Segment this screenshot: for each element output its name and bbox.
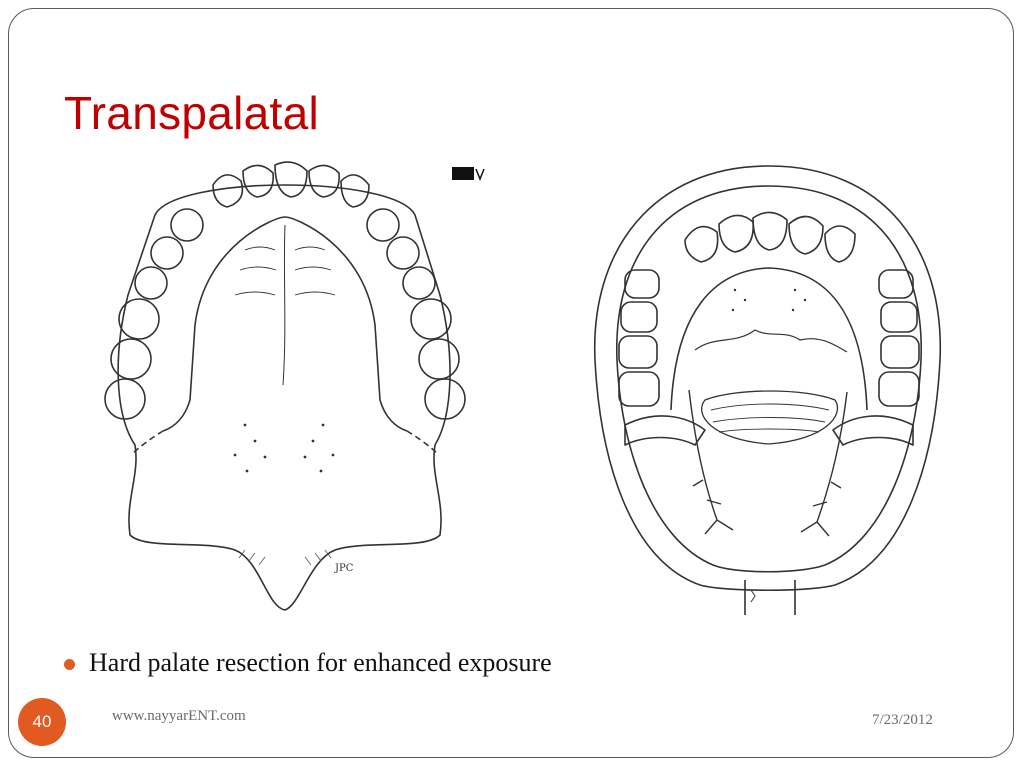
slide-title: Transpalatal <box>64 87 320 139</box>
illustration-signature: JPC <box>334 563 354 574</box>
bullet-list: Hard palate resection for enhanced expos… <box>64 648 552 678</box>
slide-frame <box>8 8 1014 758</box>
cursor-mark <box>452 167 485 182</box>
footer-website: www.nayyarENT.com <box>112 708 246 724</box>
palate-illustration: JPC <box>104 161 466 611</box>
bullet-dot-icon <box>64 658 75 670</box>
page-number-badge: 40 <box>18 698 66 746</box>
oral-cavity-illustration <box>593 165 942 615</box>
bullet-text: Hard palate resection for enhanced expos… <box>89 648 552 677</box>
footer-date: 7/23/2012 <box>872 712 933 728</box>
